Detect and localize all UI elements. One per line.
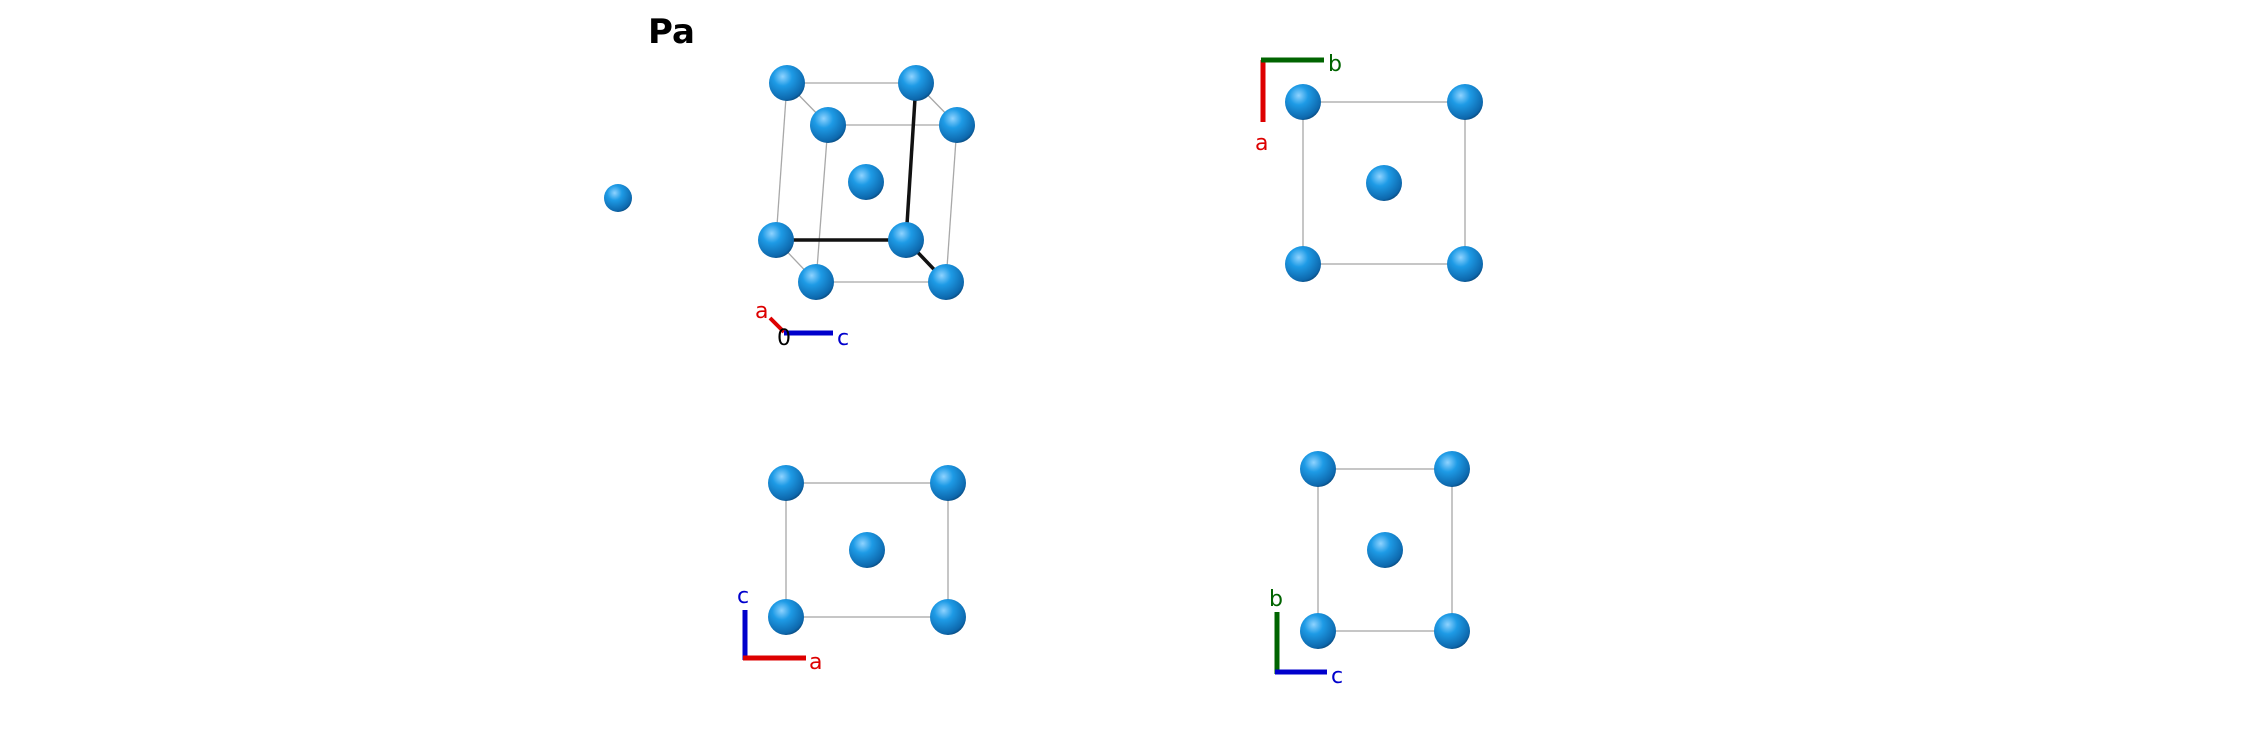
atom (1366, 165, 1402, 201)
cell-outline (1302, 101, 1466, 265)
axis-b-label: b (1269, 587, 1283, 612)
atom (898, 65, 934, 101)
atom (810, 107, 846, 143)
perspective-axes: a 0 c (755, 299, 849, 351)
top-right-view: a b (1255, 52, 1483, 282)
atom (1285, 84, 1321, 120)
atom (798, 264, 834, 300)
atom (768, 465, 804, 501)
bottom-right-view: b c (1269, 451, 1470, 689)
atom (1367, 532, 1403, 568)
axis-c-label: c (837, 326, 849, 351)
atom (768, 599, 804, 635)
atom (930, 599, 966, 635)
atom (1300, 613, 1336, 649)
perspective-atoms (604, 65, 975, 300)
axis-a-label: a (755, 299, 768, 324)
axis-a-label: a (1255, 131, 1268, 156)
axis-c-label: c (1331, 664, 1343, 689)
axis-a-label: a (809, 650, 822, 675)
atom (1447, 246, 1483, 282)
axis-c-label: c (737, 584, 749, 609)
atom (1285, 246, 1321, 282)
atom (1434, 613, 1470, 649)
atom (1447, 84, 1483, 120)
atom (769, 65, 805, 101)
atom (849, 532, 885, 568)
atom (939, 107, 975, 143)
atom (758, 222, 794, 258)
origin-label: 0 (777, 326, 791, 351)
cell-outline (785, 482, 949, 618)
atom (928, 264, 964, 300)
structure-title: Pa (648, 12, 695, 52)
atom (1434, 451, 1470, 487)
atom (888, 222, 924, 258)
axis-a-line (768, 316, 786, 334)
atom (930, 465, 966, 501)
atom (604, 184, 632, 212)
axis-b-label: b (1328, 52, 1342, 77)
perspective-view: a 0 c (604, 65, 975, 351)
cell-outline (1317, 468, 1453, 632)
atom (1300, 451, 1336, 487)
atom (848, 164, 884, 200)
bottom-left-view: c a (737, 465, 966, 675)
